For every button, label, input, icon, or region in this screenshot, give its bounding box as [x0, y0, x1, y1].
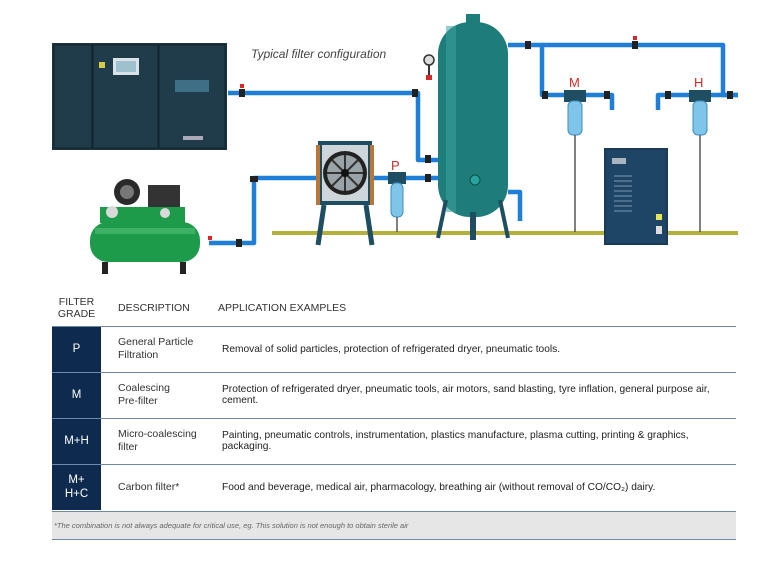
description-line1: Micro-coalescing: [118, 428, 197, 440]
filter-m: [564, 90, 586, 232]
filter-grade-table: FILTER GRADE DESCRIPTION APPLICATION EXA…: [52, 290, 736, 510]
description-cell: Carbon filter*: [101, 463, 218, 510]
description-line1: Coalescing: [118, 382, 170, 394]
description-line2: filter: [118, 441, 138, 453]
description-line2: Filtration: [118, 349, 159, 361]
description-line1: Carbon filter*: [118, 480, 180, 493]
applications-cell: Removal of solid particles, protection o…: [218, 325, 736, 372]
header-grade-line2: GRADE: [57, 307, 96, 320]
filter-label-p: P: [391, 158, 400, 173]
valves: [208, 36, 637, 240]
table-header-row: FILTER GRADE DESCRIPTION APPLICATION EXA…: [52, 290, 736, 326]
filter-h: [689, 90, 711, 232]
grade-cell: M: [52, 371, 101, 418]
grade-cell: P: [52, 325, 101, 372]
description-cell: Micro-coalescing filter: [101, 417, 218, 464]
filter-label-m: M: [569, 75, 580, 90]
table-row: M+H Micro-coalescing filter Painting, pn…: [52, 417, 736, 464]
description-cell: General Particle Filtration: [101, 325, 218, 372]
aftercooler: [315, 141, 375, 246]
table-row: M Coalescing Pre-filter Protection of re…: [52, 371, 736, 418]
table-footnote: *The combination is not always adequate …: [52, 511, 736, 540]
applications-cell: Food and beverage, medical air, pharmaco…: [218, 463, 736, 510]
piston-compressor: [90, 179, 200, 274]
diagram-caption: Typical filter configuration: [251, 47, 386, 61]
description-line1: General Particle: [118, 336, 194, 348]
filter-configuration-diagram: Typical filter configuration P M H: [52, 14, 738, 274]
pipe-fittings: [236, 41, 733, 247]
table-row: M+ H+C Carbon filter* Food and beverage,…: [52, 463, 736, 510]
grade-cell: M+H: [52, 417, 101, 464]
header-filter-grade: FILTER GRADE: [52, 290, 101, 326]
refrigerated-dryer: [604, 148, 668, 245]
grade-line2: H+C: [64, 488, 89, 501]
table-row: P General Particle Filtration Removal of…: [52, 325, 736, 372]
grade-line1: M+H: [64, 435, 89, 447]
screw-compressor: [52, 43, 227, 150]
grade-line1: M: [71, 389, 82, 401]
header-description: DESCRIPTION: [118, 301, 190, 314]
air-receiver-tank: [423, 14, 510, 240]
grade-line1: P: [72, 343, 81, 355]
description-cell: Coalescing Pre-filter: [101, 371, 218, 418]
filter-label-h: H: [694, 75, 703, 90]
applications-cell: Painting, pneumatic controls, instrument…: [218, 417, 736, 464]
filter-p: [388, 172, 406, 232]
description-line2: Pre-filter: [118, 395, 158, 407]
grade-cell: M+ H+C: [52, 463, 101, 510]
header-applications: APPLICATION EXAMPLES: [218, 301, 347, 314]
applications-cell: Protection of refrigerated dryer, pneuma…: [218, 371, 736, 418]
header-grade-line1: FILTER: [58, 295, 95, 308]
grade-line1: M+: [68, 474, 85, 487]
